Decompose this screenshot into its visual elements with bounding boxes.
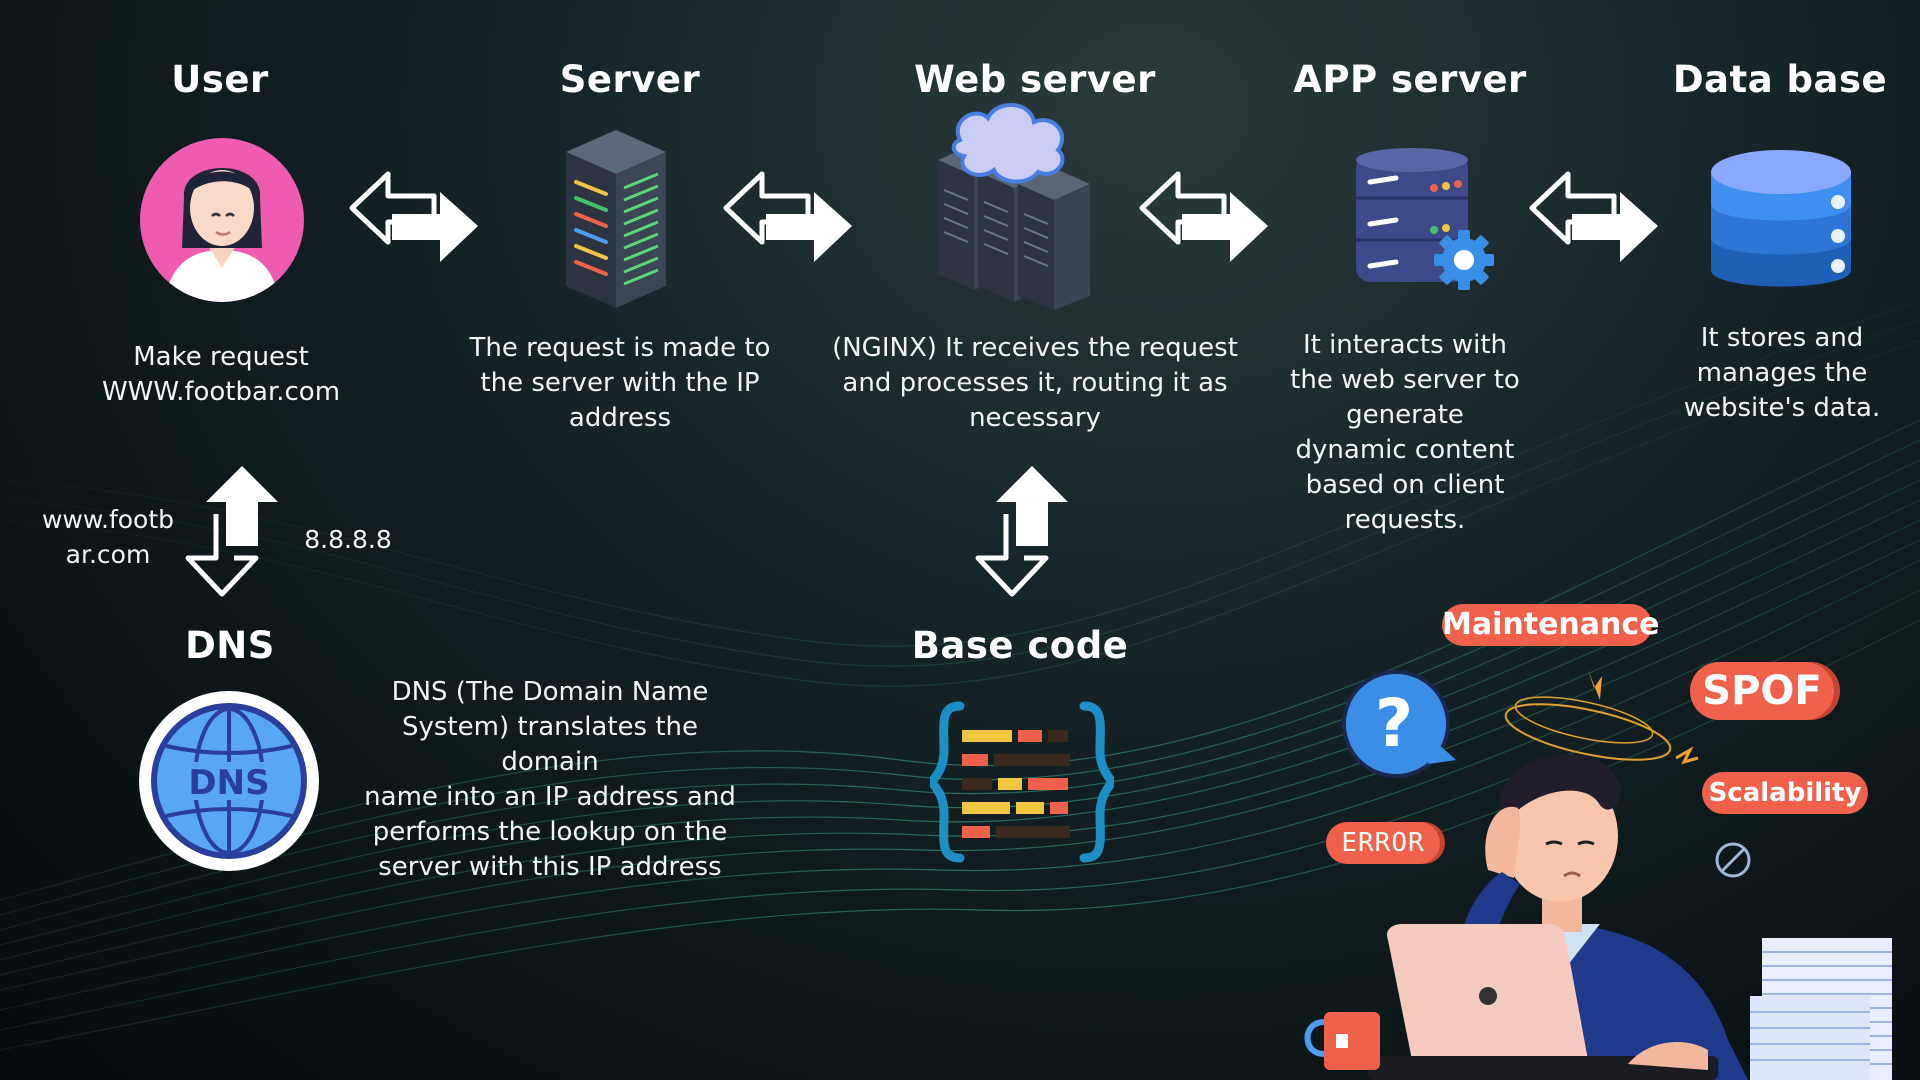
server-desc-line: The request is made to — [469, 333, 771, 363]
app-server-desc-line: It interacts with — [1302, 330, 1508, 360]
code-braces-icon — [930, 701, 1114, 863]
app-server-desc-line: requests. — [1344, 505, 1466, 535]
server-rack-icon — [566, 130, 666, 308]
web-server-cloud-icon — [938, 103, 1090, 310]
dns-desc-line: name into an IP address and — [364, 782, 736, 812]
exchange-arrows-icon — [1529, 171, 1658, 262]
web-server-title: Web server — [914, 58, 1156, 101]
base-code-title: Base code — [911, 624, 1129, 667]
confused-developer-illustration: ? — [1304, 670, 1892, 1080]
exchange-arrows-icon — [1139, 171, 1268, 262]
dns-desc-line: System) translates the domain — [401, 712, 699, 777]
dns-ip-label: 8.8.8.8 — [304, 525, 392, 554]
database-description: It stores and manages the website's data… — [1670, 321, 1894, 426]
up-down-arrows-icon — [185, 466, 278, 597]
up-down-arrows-icon — [975, 466, 1068, 597]
exchange-arrows-icon — [349, 171, 478, 262]
web-server-desc-line: and processes it, routing it as — [842, 368, 1228, 398]
spof-badge: SPOF — [1690, 662, 1834, 720]
server-desc-line: address — [568, 403, 672, 433]
app-server-desc-line: generate — [1346, 400, 1464, 430]
dns-title: DNS — [185, 624, 275, 667]
web-server-desc-line: (NGINX) It receives the request — [832, 333, 1238, 363]
dns-description: DNS (The Domain Name System) translates … — [350, 675, 750, 885]
server-title: Server — [559, 58, 701, 101]
app-server-title: APP server — [1293, 58, 1527, 101]
dns-domain-line: www.footb — [41, 505, 175, 534]
database-title: Data base — [1672, 58, 1888, 101]
app-server-gear-icon — [1356, 148, 1494, 290]
server-description: The request is made to the server with t… — [460, 331, 780, 436]
dns-domain-line: ar.com — [65, 540, 151, 569]
dns-desc-line: server with this IP address — [378, 852, 722, 882]
dns-icon-label: DNS — [188, 763, 269, 803]
user-avatar-icon — [140, 138, 304, 302]
user-description: Make request WWW.footbar.com — [70, 340, 372, 410]
dns-globe-icon: DNS — [139, 691, 319, 871]
database-desc-line: website's data. — [1683, 393, 1881, 423]
exchange-arrows-icon — [723, 171, 852, 262]
database-desc-line: It stores and — [1700, 323, 1864, 353]
web-server-desc-line: necessary — [969, 403, 1101, 433]
user-title: User — [171, 58, 269, 101]
app-server-desc-line: based on client — [1305, 470, 1505, 500]
web-server-description: (NGINX) It receives the request and proc… — [830, 331, 1240, 436]
user-desc-line: WWW.footbar.com — [101, 377, 341, 407]
app-server-description: It interacts with the web server to gene… — [1270, 328, 1540, 538]
database-desc-line: manages the — [1696, 358, 1868, 388]
question-mark: ? — [1375, 685, 1413, 762]
scalability-badge: Scalability — [1702, 772, 1868, 814]
user-desc-line: Make request — [133, 342, 309, 372]
server-desc-line: the server with the IP — [480, 368, 760, 398]
dns-desc-line: performs the lookup on the — [372, 817, 728, 847]
app-server-desc-line: dynamic content — [1295, 435, 1515, 465]
dns-desc-line: DNS (The Domain Name — [391, 677, 709, 707]
error-badge: ERROR — [1326, 822, 1440, 864]
app-server-desc-line: the web server to — [1290, 365, 1520, 395]
dns-domain-label: www.footb ar.com — [30, 502, 186, 572]
maintenance-badge: Maintenance — [1442, 604, 1660, 646]
database-icon — [1711, 150, 1851, 287]
